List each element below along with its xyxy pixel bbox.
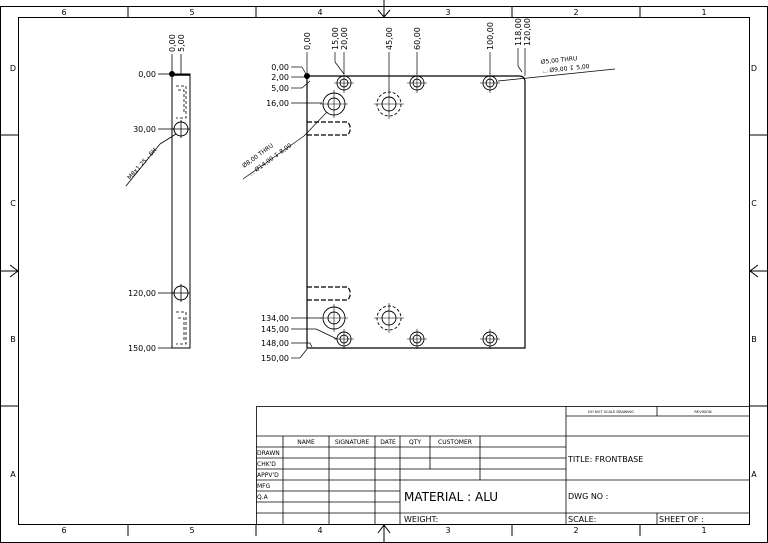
side-origin-mark (169, 71, 175, 77)
left-dim-2: 2,00 (271, 73, 289, 82)
left-dim-148: 148,00 (261, 339, 289, 348)
revision-label: REVISION (694, 410, 711, 414)
side-ord-30: 30,00 (133, 125, 156, 134)
hidden-tapped-holes (376, 91, 402, 331)
weight-label: WEIGHT: (404, 515, 438, 524)
front-origin-mark (304, 73, 310, 79)
zone-ticks (0, 7, 768, 536)
small-hole-callout-2: ⌴ Ø9,00 ↧ 5,00 (542, 63, 590, 75)
left-dim-0: 0,00 (271, 63, 289, 72)
zone-col-6: 6 (61, 8, 66, 17)
scale-label: SCALE: (568, 515, 596, 524)
zone-col-4-bottom: 4 (317, 526, 322, 535)
header-customer: CUSTOMER (438, 439, 472, 446)
sheet-label: SHEET OF : (659, 515, 704, 524)
dwg-no-label: DWG NO : (568, 492, 608, 501)
title-block-text: NAME SIGNATURE DATE QTY CUSTOMER DRAWN C… (257, 410, 712, 524)
top-dim-15: 15,00 (331, 27, 340, 50)
side-top-dim-0: 0,00 (168, 34, 177, 52)
large-holes (322, 92, 346, 330)
left-dim-5: 5,00 (271, 84, 289, 93)
side-ord-120: 120,00 (128, 289, 156, 298)
role-approved: APPV'D (257, 472, 279, 479)
side-view: 0,00 30,00 120,00 150,00 0,00 5,00 M8x1.… (125, 34, 191, 353)
top-dim-45: 45,00 (385, 27, 394, 50)
zone-col-6-bottom: 6 (61, 526, 66, 535)
zone-row-d-right: D (751, 64, 757, 73)
zone-row-a: A (10, 470, 16, 479)
left-dim-134: 134,00 (261, 314, 289, 323)
zone-labels: 6 5 4 3 2 1 6 5 4 3 2 1 D C B A D C B A (10, 8, 757, 535)
top-dim-0: 0,00 (303, 32, 312, 50)
zone-row-d: D (10, 64, 16, 73)
header-name: NAME (297, 439, 315, 446)
zone-col-5: 5 (189, 8, 194, 17)
side-hidden-holes (176, 85, 187, 345)
top-dim-120: 120,00 (523, 18, 532, 46)
do-not-scale-label: DO NOT SCALE DRAWING (588, 410, 634, 414)
zone-row-c-right: C (751, 199, 757, 208)
left-dim-16: 16,00 (266, 99, 289, 108)
thread-callout: M8x1.25 - 6H (126, 147, 158, 182)
role-checked: CHK'D (257, 461, 276, 468)
header-date: DATE (380, 439, 396, 446)
left-dim-145: 145,00 (261, 325, 289, 334)
zone-col-1: 1 (701, 8, 706, 17)
role-drawn: DRAWN (257, 450, 280, 457)
role-qa: Q.A (257, 494, 269, 501)
outer-frame (0, 6, 768, 543)
role-mfg: MFG (257, 483, 271, 490)
zone-row-a-right: A (751, 470, 757, 479)
zone-col-2: 2 (573, 8, 578, 17)
side-ord-0: 0,00 (138, 70, 156, 79)
drawing-title: TITLE: FRONTBASE (567, 455, 643, 464)
zone-row-b-right: B (751, 335, 757, 344)
small-hole-callout-1: Ø5,00 THRU (540, 55, 577, 66)
front-hidden-features (307, 121, 351, 301)
zone-col-4: 4 (317, 8, 322, 17)
zone-col-3-bottom: 3 (445, 526, 450, 535)
top-dim-20: 20,00 (340, 27, 349, 50)
material-label: MATERIAL : ALU (404, 490, 498, 504)
title-block (256, 406, 750, 525)
zone-col-3: 3 (445, 8, 450, 17)
side-view-outline (171, 73, 191, 349)
zone-col-1-bottom: 1 (701, 526, 706, 535)
left-dim-150: 150,00 (261, 354, 289, 363)
front-view: 0,00 15,00 20,00 45,00 60,00 100,00 118,… (241, 18, 616, 363)
side-ord-150: 150,00 (128, 344, 156, 353)
top-dim-118: 118,00 (514, 18, 523, 46)
top-dim-100: 100,00 (486, 22, 495, 50)
top-dim-60: 60,00 (413, 27, 422, 50)
zone-col-5-bottom: 5 (189, 526, 194, 535)
side-top-dim-5: 5,00 (177, 34, 186, 52)
zone-row-c: C (10, 199, 16, 208)
zone-col-2-bottom: 2 (573, 526, 578, 535)
header-signature: SIGNATURE (335, 439, 370, 446)
zone-row-b: B (10, 335, 16, 344)
small-holes (336, 75, 498, 347)
front-view-outline (306, 75, 526, 349)
header-qty: QTY (409, 439, 421, 446)
